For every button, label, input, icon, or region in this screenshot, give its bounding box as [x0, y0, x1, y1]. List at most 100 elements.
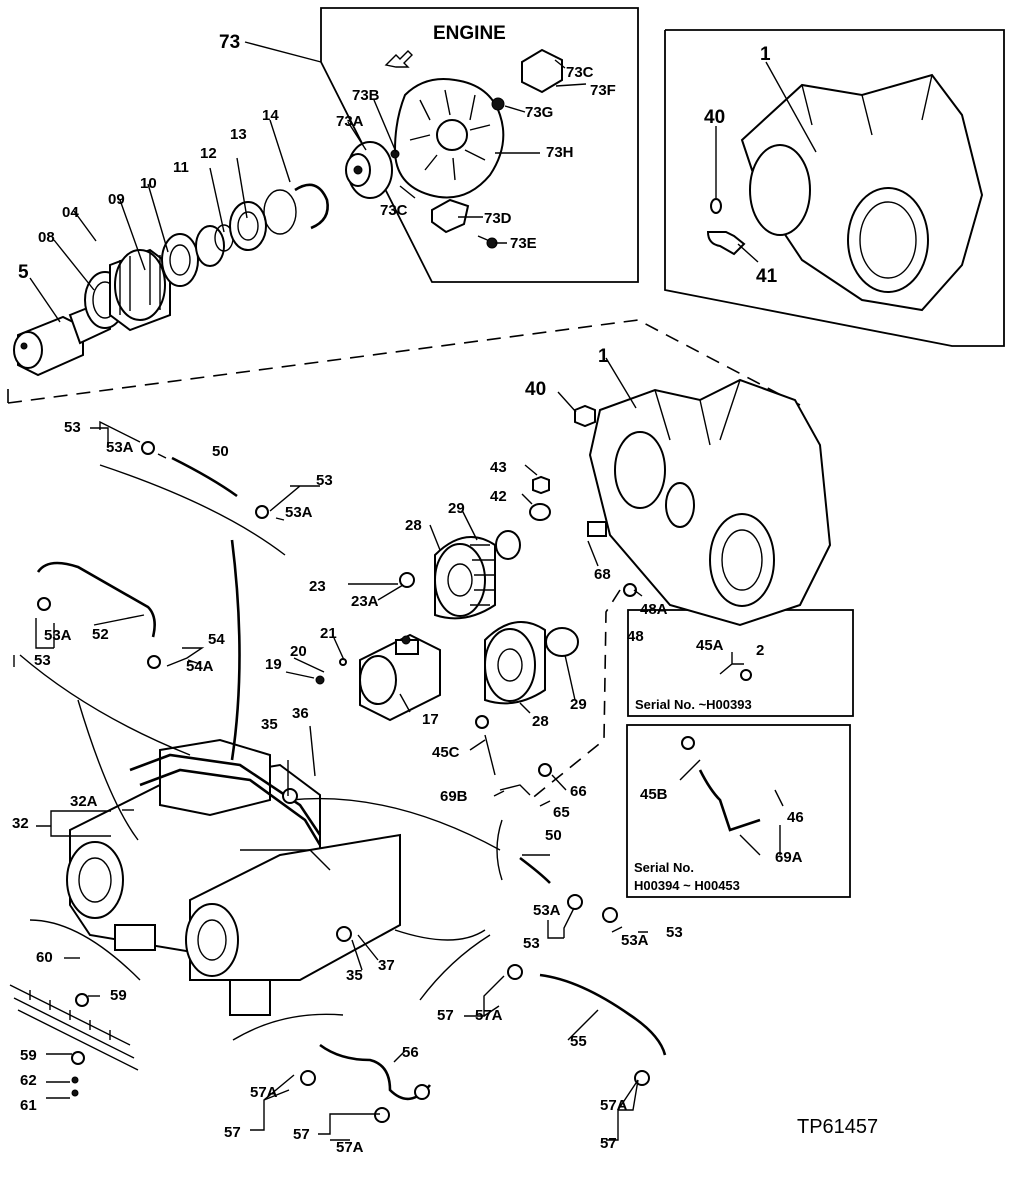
leader-lines [29, 41, 817, 1141]
callout-5: 5 [18, 262, 29, 283]
hose-lines [13, 464, 503, 1041]
callout-21: 21 [320, 625, 337, 642]
serial-box-2-line2: H00394 ~ H00453 [634, 878, 740, 893]
main-piston-pumps [66, 738, 401, 1016]
callout-41: 41 [756, 266, 778, 287]
callout-35-bottom: 35 [346, 967, 363, 984]
callout-73F: 73F [590, 82, 616, 99]
figure-id: TP61457 [797, 1116, 878, 1138]
callout-57A-bottom2: 57A [336, 1139, 364, 1156]
callout-13: 13 [230, 126, 247, 143]
callout-66: 66 [570, 783, 587, 800]
serial-box-2: Serial No. H00394 ~ H00453 [626, 724, 851, 898]
engine-coupling-box: ENGINE [320, 7, 639, 283]
main-pump-housing [529, 378, 832, 627]
pump-housing-inset [706, 73, 984, 312]
callout-54: 54 [208, 631, 225, 648]
callout-48: 48 [627, 628, 644, 645]
callout-57-bottomleft: 57 [224, 1124, 241, 1141]
callout-1: 1 [598, 346, 609, 367]
callout-10: 10 [140, 175, 157, 192]
callout-53-mid: 53 [523, 935, 540, 952]
callout-53A-midleft: 53A [44, 627, 72, 644]
callout-73: 73 [219, 32, 240, 53]
callout-23: 23 [309, 578, 326, 595]
callout-19: 19 [265, 656, 282, 673]
callout-32: 32 [12, 815, 29, 832]
callout-labels: 73 73A 73B 73C 73C 73D 73E 73F 73G 73H 1… [12, 32, 804, 1156]
callout-55: 55 [570, 1033, 587, 1050]
callout-37: 37 [378, 957, 395, 974]
callout-53-topleft: 53 [64, 419, 81, 436]
arrow-icon [384, 50, 413, 68]
callout-57A-bottomright: 57A [600, 1097, 628, 1114]
callout-73H: 73H [546, 144, 574, 161]
callout-1-inset: 1 [760, 44, 771, 65]
callout-57-left: 57 [437, 1007, 454, 1024]
callout-40: 40 [525, 379, 546, 400]
callout-11: 11 [173, 159, 189, 176]
callout-54A: 54A [186, 658, 214, 675]
callout-2: 2 [756, 642, 764, 659]
gear-pump-17 [359, 633, 441, 722]
callout-53A-mid2: 53A [621, 932, 649, 949]
callout-36: 36 [292, 705, 309, 722]
callout-35-top: 35 [261, 716, 278, 733]
callout-53-midleft: 53 [34, 652, 51, 669]
engine-box-title: ENGINE [433, 23, 506, 44]
callout-68: 68 [594, 566, 611, 583]
callout-62: 62 [20, 1072, 37, 1089]
callout-42: 42 [490, 488, 507, 505]
callout-65: 65 [553, 804, 570, 821]
callout-48A: 48A [640, 601, 668, 618]
callout-57-bottomright: 57 [600, 1135, 617, 1152]
callout-43: 43 [490, 459, 507, 476]
callout-29-top: 29 [448, 500, 465, 517]
pipes [36, 456, 761, 1101]
callout-73B: 73B [352, 87, 380, 104]
callout-45C: 45C [432, 744, 460, 761]
callout-50-mid: 50 [545, 827, 562, 844]
shaft-bearing-stack [13, 183, 329, 377]
callout-40-inset: 40 [704, 107, 725, 128]
callout-52: 52 [92, 626, 109, 643]
callout-61: 61 [20, 1097, 37, 1114]
callout-45A: 45A [696, 637, 724, 654]
callout-60: 60 [36, 949, 53, 966]
callout-32A: 32A [70, 793, 98, 810]
callout-17: 17 [422, 711, 439, 728]
callout-57A-bottomleft: 57A [250, 1084, 278, 1101]
callout-28-bottom: 28 [532, 713, 549, 730]
callout-09: 09 [108, 191, 125, 208]
callout-12: 12 [200, 145, 217, 162]
gears-and-rings [434, 530, 579, 705]
callout-14: 14 [262, 107, 279, 124]
callout-56: 56 [402, 1044, 419, 1061]
callout-53A-topleft: 53A [106, 439, 134, 456]
callout-20: 20 [290, 643, 307, 660]
dashed-separators [7, 319, 801, 801]
serial-box-2-line1: Serial No. [634, 860, 694, 875]
callout-73G: 73G [525, 104, 553, 121]
callout-73E: 73E [510, 235, 537, 252]
callout-45B: 45B [640, 786, 668, 803]
callout-69A: 69A [775, 849, 803, 866]
coupling-parts [345, 48, 563, 249]
callout-57A-left: 57A [475, 1007, 503, 1024]
callout-53A-mid: 53A [533, 902, 561, 919]
callout-69B: 69B [440, 788, 468, 805]
callout-50-top: 50 [212, 443, 229, 460]
callout-57-bottom2: 57 [293, 1126, 310, 1143]
callout-73D: 73D [484, 210, 512, 227]
frame-rail [9, 984, 139, 1071]
callout-08: 08 [38, 229, 55, 246]
callout-04: 04 [62, 204, 79, 221]
callout-59-top: 59 [110, 987, 127, 1004]
callout-53A-topright: 53A [285, 504, 313, 521]
callout-73C-bottom: 73C [380, 202, 408, 219]
serial-box-1: Serial No. ~H00393 [627, 609, 854, 717]
callout-29-bottom: 29 [570, 696, 587, 713]
callout-59-bottom: 59 [20, 1047, 37, 1064]
callout-53-mid2: 53 [666, 924, 683, 941]
